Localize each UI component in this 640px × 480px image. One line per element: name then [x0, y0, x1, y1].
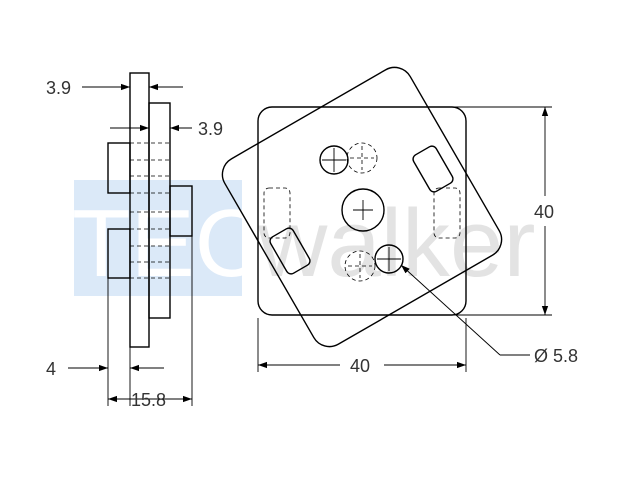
dim-width-label: 40: [350, 356, 370, 376]
watermark-right-text: walker: [257, 190, 535, 297]
watermark: TEC walker: [72, 180, 535, 297]
dim-hole-diameter-label: Ø 5.8: [534, 346, 578, 366]
hidden-slot-left: [263, 187, 291, 239]
watermark-box: [74, 180, 242, 296]
side-left-boss-lower: [107, 228, 131, 279]
dim-total-width-label: 15.8: [131, 390, 166, 410]
side-right-boss: [169, 185, 193, 237]
hidden-hole-upper: [346, 142, 378, 174]
dim-boss-label: 4: [46, 359, 56, 379]
dim-height-label: 40: [534, 202, 554, 222]
hole-lower-right: [374, 244, 404, 274]
hidden-hole-lower: [344, 250, 376, 282]
dim-step-label: 3.9: [198, 119, 223, 139]
dim-top-thickness-label: 3.9: [46, 78, 71, 98]
side-view: 3.9 3.9 4 15.8: [46, 72, 223, 410]
front-view: 40 40 Ø 5.8: [221, 66, 578, 376]
watermark-left-text: TEC: [72, 190, 264, 297]
hole-center: [341, 188, 385, 232]
slot-upper-right: [412, 145, 454, 193]
slot-lower-left: [269, 227, 311, 275]
front-rotated-plate: [221, 66, 503, 348]
hole-upper-left: [319, 145, 349, 175]
hidden-slot-right: [433, 187, 461, 239]
side-left-boss-upper: [107, 142, 131, 194]
